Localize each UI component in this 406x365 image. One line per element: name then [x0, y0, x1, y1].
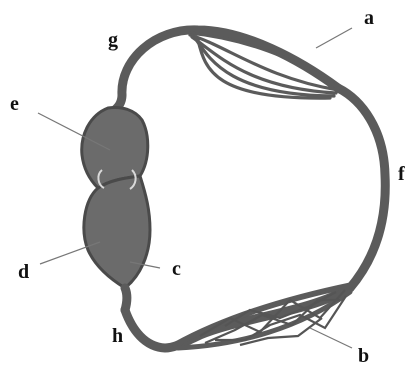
heart	[82, 95, 150, 310]
pointer-a	[316, 28, 352, 48]
label-d: d	[18, 261, 29, 283]
label-c: c	[172, 258, 181, 280]
label-e: e	[10, 93, 19, 115]
label-g: g	[108, 29, 118, 51]
heart-lower-neck	[125, 288, 127, 310]
heart-lower-chamber	[84, 176, 150, 288]
pointer-b	[310, 328, 352, 348]
right-vessel	[338, 88, 385, 288]
label-h: h	[112, 325, 123, 347]
label-a: a	[364, 7, 374, 29]
label-f: f	[398, 163, 405, 185]
label-b: b	[358, 345, 369, 365]
